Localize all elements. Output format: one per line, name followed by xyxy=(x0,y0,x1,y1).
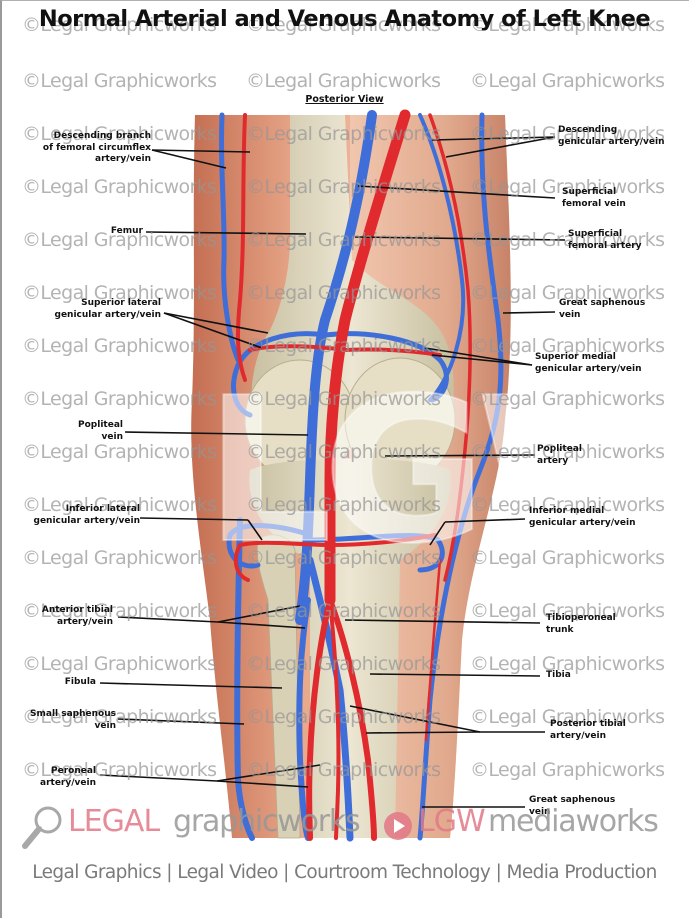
label-fibula: Fibula xyxy=(64,677,96,687)
logo-lgw: LGW xyxy=(418,804,486,839)
label-anterior-tibial: Anterior tibial artery/vein xyxy=(41,605,113,627)
label-inferior-medial-genicular: Inferior medial genicular artery/vein xyxy=(529,506,636,528)
label-tibioperoneal-trunk: Tibioperoneal trunk xyxy=(546,613,616,635)
label-superficial-femoral-vein: Superficial femoral vein xyxy=(562,187,626,209)
footer-logos: LEGAL graphicworks LGW mediaworks xyxy=(20,800,680,849)
label-femur: Femur xyxy=(110,226,143,236)
label-small-saphenous-vein: Small saphenous vein xyxy=(30,709,116,731)
label-great-saphenous-vein-upper: Great saphenous vein xyxy=(559,298,646,320)
logo-legal: LEGAL xyxy=(68,804,160,839)
label-peroneal: Peroneal artery/vein xyxy=(40,766,96,788)
label-superior-medial-genicular: Superior medial genicular artery/vein xyxy=(535,352,642,374)
label-descending-branch-femoral-circumflex: Descending branch of femoral circumflex … xyxy=(42,131,151,164)
label-inferior-lateral-genicular: Inferior lateral genicular artery/vein xyxy=(33,504,140,526)
view-label: Posterior View xyxy=(305,94,384,105)
svg-text:LGW: LGW xyxy=(205,355,689,588)
diagram-title: Normal Arterial and Venous Anatomy of Le… xyxy=(38,6,651,32)
label-superficial-femoral-artery: Superficial femoral artery xyxy=(568,229,642,251)
footer-tagline: Legal Graphics | Legal Video | Courtroom… xyxy=(32,862,657,883)
label-popliteal-vein: Popliteal vein xyxy=(78,420,123,442)
label-tibia: Tibia xyxy=(546,670,571,680)
logo-graphicworks: graphicworks xyxy=(173,804,361,839)
play-icon xyxy=(384,812,412,840)
label-popliteal-artery: Popliteal artery xyxy=(537,444,582,466)
label-superior-lateral-genicular: Superior lateral genicular artery/vein xyxy=(54,298,161,320)
magnifier-icon xyxy=(22,806,62,849)
logo-mediaworks: mediaworks xyxy=(488,804,659,839)
label-descending-genicular: Descending genicular artery/vein xyxy=(558,125,665,147)
label-posterior-tibial: Posterior tibial artery/vein xyxy=(550,719,626,741)
label-great-saphenous-vein-lower: Great saphenous vein xyxy=(529,795,616,817)
